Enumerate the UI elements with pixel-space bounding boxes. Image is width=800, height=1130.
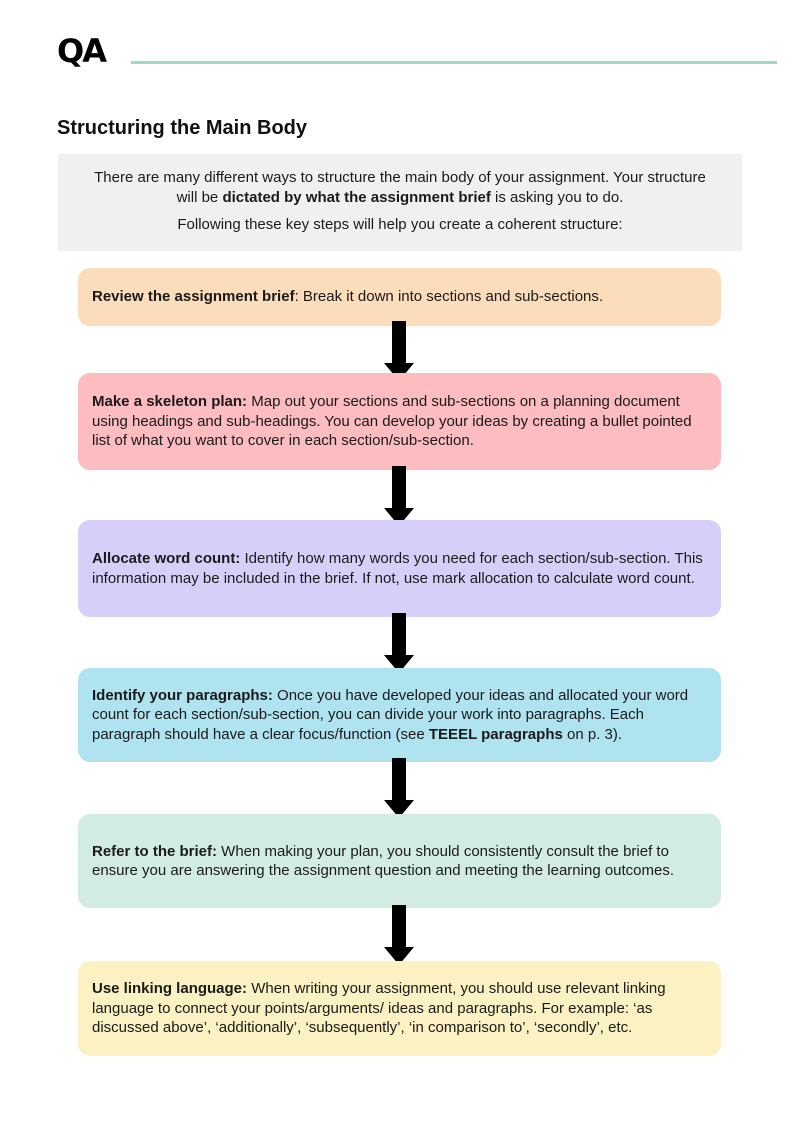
down-arrow-icon	[384, 613, 414, 673]
step-linking-language: Use linking language: When writing your …	[78, 961, 721, 1056]
step-heading: Use linking language:	[92, 980, 248, 998]
down-arrow-icon	[384, 321, 414, 381]
step-heading: Identify your paragraphs:	[92, 686, 273, 704]
step-heading: Refer to the brief:	[92, 842, 218, 860]
page-title: Structuring the Main Body	[57, 117, 307, 139]
step-text: Refer to the brief: When making your pla…	[92, 842, 675, 880]
teeel-reference: TEEEL paragraphs	[428, 725, 563, 743]
step-allocate-word-count: Allocate word count: Identify how many w…	[78, 520, 721, 617]
intro-emphasis: dictated by what the assignment brief	[222, 189, 491, 206]
step-identify-paragraphs: Identify your paragraphs: Once you have …	[78, 668, 721, 762]
down-arrow-icon	[384, 905, 414, 965]
step-refer-to-brief: Refer to the brief: When making your pla…	[78, 814, 721, 908]
step-text: Make a skeleton plan: Map out your secti…	[92, 393, 692, 450]
step-text: Use linking language: When writing your …	[92, 980, 666, 1037]
intro-box: There are many different ways to structu…	[58, 154, 742, 251]
step-heading: Allocate word count:	[92, 550, 241, 567]
intro-lead-in: Following these key steps will help you …	[177, 216, 623, 233]
down-arrow-icon	[384, 758, 414, 818]
down-arrow-icon	[384, 466, 414, 526]
step-skeleton-plan: Make a skeleton plan: Map out your secti…	[78, 373, 721, 470]
step-text: Review the assignment brief: Break it do…	[92, 288, 604, 306]
step-review-brief: Review the assignment brief: Break it do…	[78, 268, 721, 326]
step-heading: Make a skeleton plan:	[92, 393, 248, 411]
step-heading: Review the assignment brief	[92, 288, 295, 306]
header-divider	[131, 61, 777, 64]
step-text: Allocate word count: Identify how many w…	[92, 550, 703, 587]
step-text: Identify your paragraphs: Once you have …	[92, 686, 689, 743]
qa-logo: QA	[57, 32, 107, 70]
intro-paragraph: There are many different ways to structu…	[94, 169, 706, 206]
